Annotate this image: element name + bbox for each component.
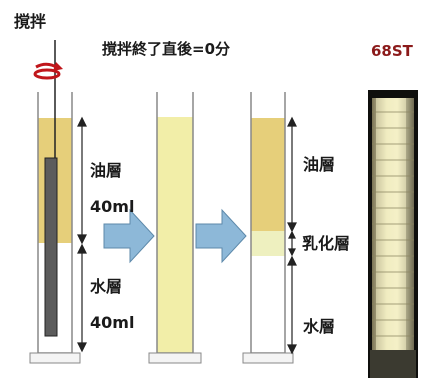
sample-code-label: 68ST	[371, 42, 413, 60]
right-oil-label: 油層	[303, 155, 336, 174]
water-layer-arrow-3	[287, 255, 297, 355]
left-water-volume: 40ml	[90, 313, 135, 332]
left-water-label: 水層	[90, 277, 123, 296]
right-water-label: 水層	[303, 317, 336, 336]
cylinder-stirring	[29, 40, 87, 364]
cylinder-separated	[242, 92, 297, 364]
diagram-title: 撹拌終了直後=0分	[102, 40, 231, 58]
process-arrow-2	[195, 208, 247, 264]
left-oil-volume: 40ml	[90, 197, 135, 216]
right-emulsion-label: 乳化層	[302, 234, 351, 253]
cylinder-mixed	[148, 92, 202, 364]
cylinder-2-mixed-liquid	[157, 117, 193, 353]
rotation-icon	[33, 62, 63, 80]
left-oil-label: 油層	[90, 161, 123, 180]
emulsion-layer-arrow-3	[288, 230, 296, 257]
water-layer-arrow-1	[77, 243, 87, 353]
stir-label: 撹拌	[14, 12, 47, 31]
cylinder-3-emulsion-layer	[251, 231, 285, 256]
oil-layer-arrow-3	[287, 116, 297, 233]
cylinder-3-oil-layer	[251, 118, 285, 231]
sample-photo	[368, 90, 418, 378]
cylinder-2-base	[148, 352, 202, 364]
cylinder-1-base	[29, 352, 81, 364]
cylinder-3-base	[242, 352, 294, 364]
oil-layer-arrow-1	[77, 116, 87, 245]
stir-rod	[44, 157, 58, 337]
process-arrow-1	[103, 208, 155, 264]
cylinder-3-water-layer	[251, 256, 285, 353]
